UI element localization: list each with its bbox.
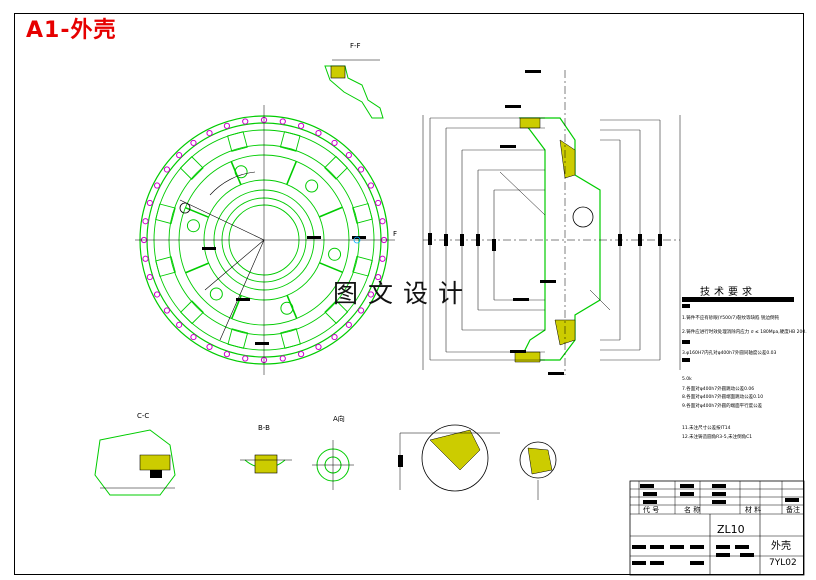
tech-note: 9.各面对φ400h7外圆的端面平行度公差: [682, 404, 763, 409]
title-block-product-code: ZL10: [717, 523, 745, 536]
tech-note: 8.各面对φ400h7外圆端面跳动公差0.10: [682, 395, 764, 400]
tech-note: 3.φ160H7内孔对φ400h7外圆同轴度公差0.03: [682, 351, 777, 356]
tech-note: 11.未注尺寸公差按IT14: [682, 426, 731, 431]
title-block-part-name: 外壳: [771, 541, 791, 552]
front-view-flange: [135, 105, 395, 375]
title-block-remark-header: 备注: [786, 506, 800, 514]
detail-circle-view-1: [398, 424, 500, 492]
title-block-grid: [629, 297, 805, 576]
view-a-label: A向: [333, 415, 345, 423]
view-a: [312, 440, 354, 490]
title-block-code-header: 代 号: [643, 506, 660, 514]
section-ff-label: F-F: [350, 42, 361, 50]
tech-note: 2.铸件应进行时效处理消除内应力 σ ≤ 180Mpa,硬度HB 200.: [682, 330, 807, 335]
tech-note: 12.未注铸造圆角R3-5,未注倒角C1: [682, 435, 753, 440]
title-block-material-header: 材 料: [745, 506, 762, 514]
tech-requirements-title: 技术要求: [700, 287, 756, 298]
section-marker-f: F: [393, 230, 398, 238]
watermark-text: 图文设计: [333, 279, 474, 308]
side-section-view: [422, 70, 681, 375]
section-cc-view: [94, 429, 176, 496]
tech-note: 7.各面对φ400h7外圆跳动公差0.06: [682, 387, 755, 392]
title-block-name-header: 名 称: [684, 506, 701, 514]
section-bb-view: [240, 454, 292, 474]
tech-note: 5.0k: [682, 377, 692, 382]
section-cc-label: C-C: [137, 412, 150, 420]
section-bb-label: B-B: [258, 424, 270, 432]
corner-title: A1-外壳: [26, 18, 117, 43]
tech-note: 1.铸件不应有砂眼(Y500/7)裂纹等缺陷 锐边倒钝: [682, 316, 779, 321]
title-block-drawing-number: 7YL02: [769, 558, 797, 568]
drawing-frame: [14, 13, 804, 575]
section-ff-view: [324, 59, 384, 119]
detail-circle-view-2: [519, 441, 557, 500]
